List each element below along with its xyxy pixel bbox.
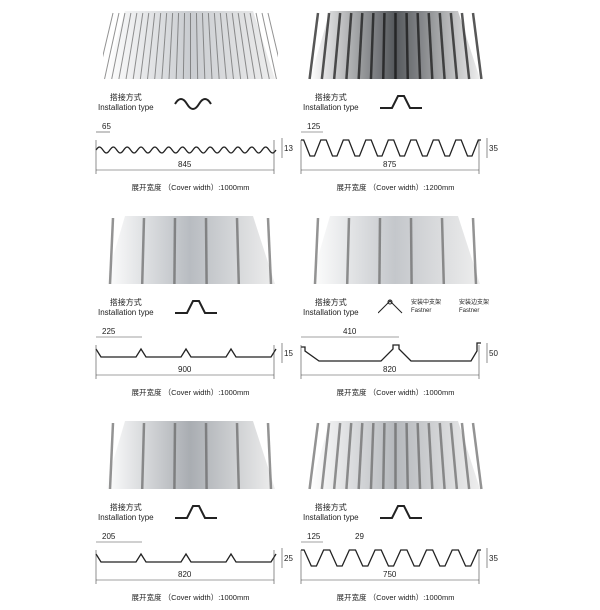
cover-width-caption: 展开宽度 （Cover width）:1000mm <box>131 593 250 602</box>
height-label: 35 <box>489 144 498 153</box>
cover-width-caption: 展开宽度 （Cover width）:1200mm <box>336 183 455 192</box>
height-label: 35 <box>489 554 498 563</box>
installation-type-icon <box>380 505 422 519</box>
width-label: 845 <box>178 160 192 169</box>
pitch-label: 205 <box>102 532 116 541</box>
pitch-label: 125 <box>307 532 321 541</box>
height-label: 25 <box>284 554 293 563</box>
width-label: 750 <box>383 570 397 579</box>
height-label: 13 <box>284 144 293 153</box>
pitch-label: 225 <box>102 327 116 336</box>
installation-type-icon <box>378 299 403 314</box>
width-label: 820 <box>178 570 192 579</box>
cover-width-caption: 展开宽度 （Cover width）:1000mm <box>336 593 455 602</box>
sheet-photo <box>96 5 285 83</box>
profile-drawing <box>293 325 498 385</box>
installation-type-icon <box>175 505 217 519</box>
pitch-label: 65 <box>102 122 111 131</box>
rib-top-label: 29 <box>355 532 364 541</box>
width-label: 875 <box>383 160 397 169</box>
profile-drawing <box>88 530 293 590</box>
profile-drawing <box>293 120 498 180</box>
pitch-label: 410 <box>343 327 357 336</box>
sheet-photo <box>308 5 483 83</box>
cover-width-caption: 展开宽度 （Cover width）:1000mm <box>131 183 250 192</box>
profile-line <box>301 139 481 157</box>
installation-type-icon <box>175 300 217 314</box>
height-label: 15 <box>284 349 293 358</box>
profile-drawing <box>88 120 293 180</box>
profile-drawing <box>88 325 293 385</box>
profile-drawing <box>293 530 498 590</box>
installation-type-icon <box>174 98 212 110</box>
sheet-photo <box>103 210 278 288</box>
pitch-label: 125 <box>307 122 321 131</box>
width-label: 900 <box>178 365 192 374</box>
profile-line <box>95 146 277 154</box>
cover-width-caption: 展开宽度 （Cover width）:1000mm <box>131 388 250 397</box>
profile-line <box>95 347 277 358</box>
sheet-photo <box>308 415 483 493</box>
sheet-photo <box>103 415 278 493</box>
profile-line <box>301 549 481 567</box>
installation-type-icon <box>380 95 422 109</box>
profile-line <box>95 552 277 563</box>
height-label: 50 <box>489 349 498 358</box>
profile-line <box>301 342 481 362</box>
cover-width-caption: 展开宽度 （Cover width）:1000mm <box>336 388 455 397</box>
width-label: 820 <box>383 365 397 374</box>
sheet-photo <box>308 210 483 288</box>
